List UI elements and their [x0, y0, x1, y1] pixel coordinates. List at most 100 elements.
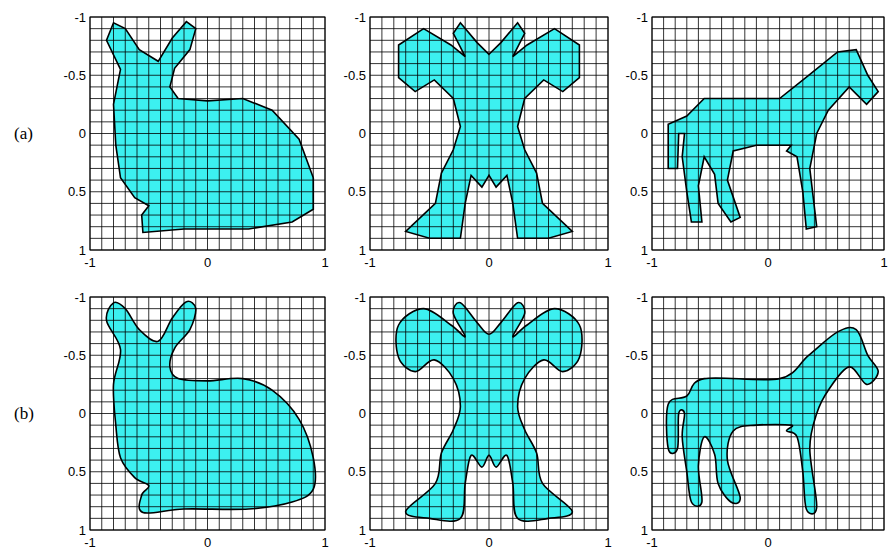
tick-label: 0 — [79, 127, 86, 140]
tick-label: -1 — [354, 291, 366, 304]
grid-line — [652, 495, 884, 496]
tick-label: 0.5 — [348, 465, 366, 478]
tick-label: -1 — [74, 291, 86, 304]
tick-label: -1 — [636, 11, 648, 24]
axes-box — [652, 17, 884, 250]
tick-label: 1 — [880, 256, 887, 269]
tick-label: 1 — [321, 536, 328, 549]
tick-label: 1 — [604, 536, 611, 549]
shape-fill — [668, 50, 878, 229]
tick-label: 0 — [485, 256, 492, 269]
grid-line — [313, 17, 314, 250]
tick-label: 0 — [764, 256, 771, 269]
grid-line — [652, 238, 884, 239]
grid-line — [860, 297, 861, 530]
grid-line — [370, 226, 608, 227]
row-label: (a) — [14, 125, 33, 142]
axes-box — [90, 297, 325, 530]
grid-line — [872, 297, 873, 530]
tick-label: -1 — [364, 256, 376, 269]
tick-label: 0.5 — [68, 185, 86, 198]
grid-line — [652, 506, 884, 507]
panel — [90, 17, 325, 250]
grid-line — [90, 215, 325, 216]
grid-line — [370, 506, 608, 507]
shape-fill — [107, 22, 314, 233]
shape-outline — [107, 22, 314, 233]
grid-line — [90, 238, 325, 239]
tick-label: 0 — [204, 536, 211, 549]
tick-label: -1 — [84, 256, 96, 269]
grid-line — [584, 297, 585, 530]
tick-label: -0.5 — [344, 349, 366, 362]
tick-label: 1 — [79, 524, 86, 537]
grid-line — [652, 518, 884, 519]
grid-line — [370, 495, 608, 496]
grid-line — [596, 17, 597, 250]
grid-line — [584, 17, 585, 250]
panel — [370, 297, 608, 530]
grid-line — [90, 518, 325, 519]
tick-label: 1 — [79, 244, 86, 257]
shape-outline — [399, 23, 580, 239]
row-label: (b) — [14, 405, 34, 422]
grid-line — [370, 518, 608, 519]
tick-label: -1 — [74, 11, 86, 24]
axes-box — [370, 297, 608, 530]
grid-line — [860, 17, 861, 250]
grid-line — [90, 226, 325, 227]
tick-label: 0 — [764, 536, 771, 549]
tick-label: 0.5 — [348, 185, 366, 198]
tick-label: 1 — [321, 256, 328, 269]
panel — [90, 297, 325, 530]
tick-label: 0 — [359, 127, 366, 140]
tick-label: -0.5 — [64, 69, 86, 82]
tick-label: 1 — [641, 524, 648, 537]
axes-box — [652, 297, 884, 530]
grid-line — [370, 215, 608, 216]
shape-outline — [668, 50, 878, 229]
grid-line — [90, 495, 325, 496]
tick-label: 0.5 — [68, 465, 86, 478]
tick-label: -1 — [364, 536, 376, 549]
tick-label: 1 — [359, 244, 366, 257]
tick-label: -1 — [354, 11, 366, 24]
tick-label: 0 — [79, 407, 86, 420]
tick-label: 0 — [359, 407, 366, 420]
tick-label: -1 — [646, 536, 658, 549]
tick-label: 0 — [641, 127, 648, 140]
grid-line — [370, 238, 608, 239]
grid-line — [596, 297, 597, 530]
axes-box — [90, 17, 325, 250]
grid-line — [90, 506, 325, 507]
tick-label: -0.5 — [626, 349, 648, 362]
grid-line — [313, 297, 314, 530]
tick-label: 0 — [641, 407, 648, 420]
panel — [370, 17, 608, 250]
grid-line — [652, 215, 884, 216]
tick-label: 1 — [359, 524, 366, 537]
tick-label: 0.5 — [630, 185, 648, 198]
tick-label: -1 — [646, 256, 658, 269]
shape-fill — [106, 301, 315, 513]
tick-label: -1 — [636, 291, 648, 304]
tick-label: -0.5 — [344, 69, 366, 82]
tick-label: 0 — [204, 256, 211, 269]
tick-label: 0 — [485, 536, 492, 549]
tick-label: -0.5 — [64, 349, 86, 362]
grid-line — [301, 17, 302, 250]
tick-label: 1 — [641, 244, 648, 257]
shape-outline — [396, 303, 582, 522]
shape-outline — [106, 301, 315, 513]
panel — [652, 17, 884, 250]
shape-outline — [666, 328, 878, 514]
grid-line — [872, 17, 873, 250]
tick-label: -1 — [84, 536, 96, 549]
tick-label: -0.5 — [626, 69, 648, 82]
axes-box — [370, 17, 608, 250]
grid-line — [652, 226, 884, 227]
tick-label: 0.5 — [630, 465, 648, 478]
panel — [652, 297, 884, 530]
